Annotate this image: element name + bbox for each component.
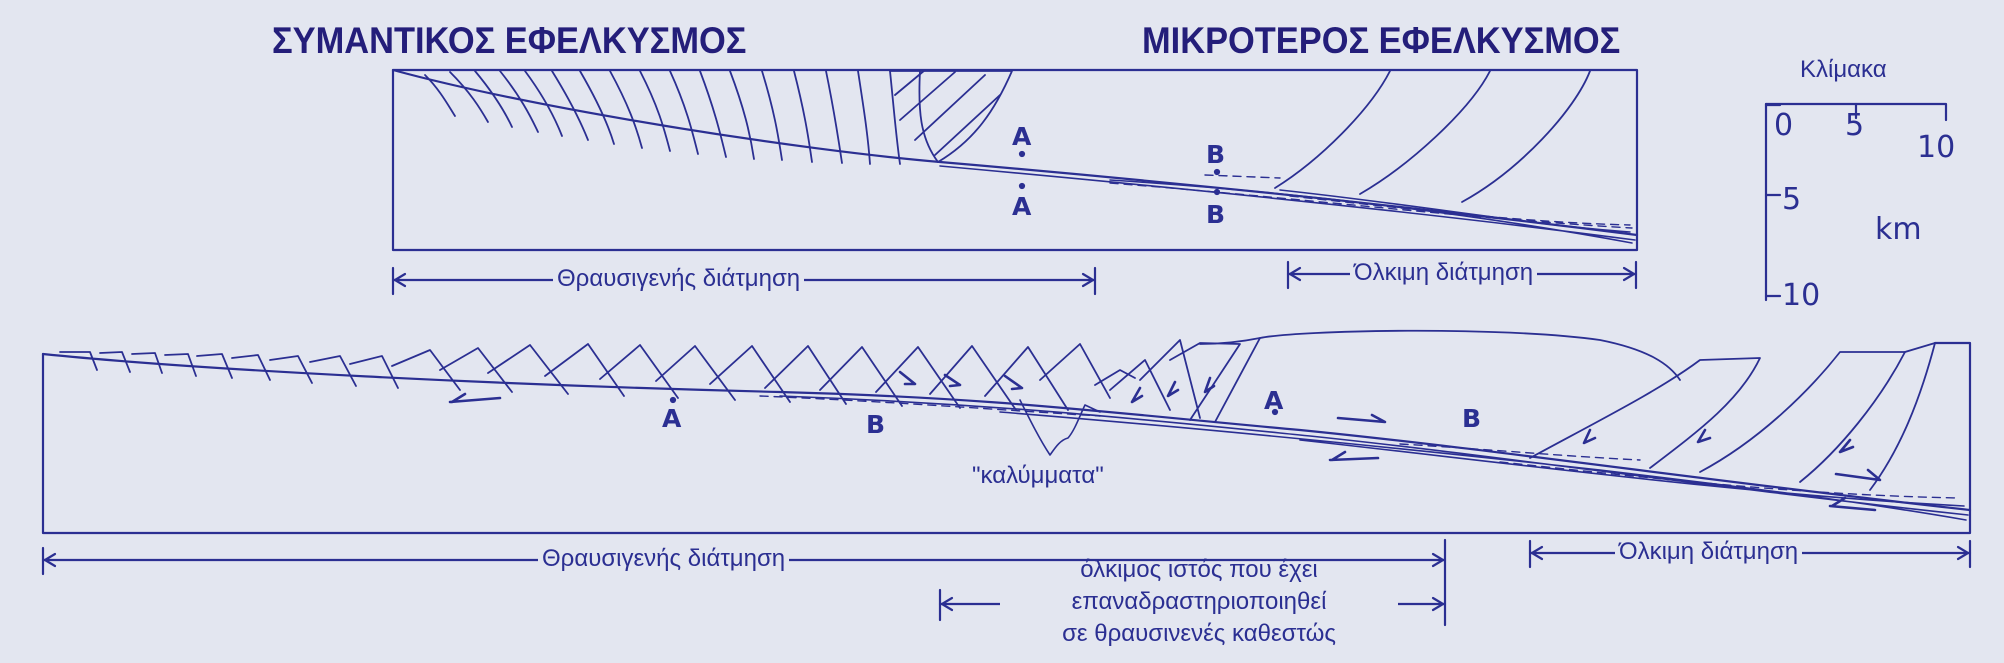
scale-unit: km	[1875, 212, 1922, 247]
upper-marker-b-top: B	[1206, 140, 1225, 169]
upper-section-frame	[393, 70, 1637, 250]
scale-tick-v5: 5	[1782, 182, 1801, 217]
lower-marker-b-right: B	[1462, 404, 1481, 433]
scale-tick-0: 0	[1774, 108, 1793, 143]
upper-b-top-dot	[1215, 170, 1219, 174]
lower-slip-arrows	[450, 372, 1880, 510]
upper-a-bottom-dot	[1020, 184, 1024, 188]
upper-brittle-label: Θραυσιγενής διάτμηση	[553, 265, 804, 293]
lower-marker-a-left: A	[662, 404, 681, 433]
scale-tick-v10: 10	[1782, 278, 1820, 313]
upper-marker-a-bottom: A	[1012, 192, 1031, 221]
reactivated-line-1: όλκιμος ιστός που έχει	[1045, 556, 1353, 584]
upper-shear-zone-lines	[940, 166, 1635, 243]
scale-title: Κλίμακα	[1796, 56, 1891, 84]
upper-tilted-blocks	[425, 70, 1590, 202]
upper-ductile-label: Όλκιμη διάτμηση	[1350, 259, 1537, 287]
upper-a-top-dot	[1020, 152, 1024, 156]
lower-brittle-label: Θραυσιγενής διάτμηση	[538, 545, 789, 573]
upper-b-bottom-dot	[1215, 190, 1219, 194]
reactivated-line-2: επαναδραστηριοποιηθεί	[1000, 588, 1398, 616]
lower-a-left-dot	[671, 398, 675, 402]
lower-marker-a-right: A	[1264, 386, 1283, 415]
lower-marker-b-left: B	[866, 410, 885, 439]
klippen-label: "καλύμματα"	[968, 462, 1108, 490]
upper-marker-b-bottom: B	[1206, 200, 1225, 229]
scale-tick-10: 10	[1917, 130, 1955, 165]
heading-major-extension: ΣΥΜΑΝΤΙΚΟΣ ΕΦΕΛΚΥΣΜΟΣ	[272, 20, 746, 62]
lower-ductile-label: Όλκιμη διάτμηση	[1615, 538, 1802, 566]
heading-minor-extension: ΜΙΚΡΟΤΕΡΟΣ ΕΦΕΛΚΥΣΜΟΣ	[1142, 20, 1620, 62]
reactivated-line-3: σε θραυσινενές καθεστώς	[1000, 620, 1398, 648]
upper-marker-a-top: A	[1012, 122, 1031, 151]
scale-tick-5: 5	[1845, 108, 1864, 143]
